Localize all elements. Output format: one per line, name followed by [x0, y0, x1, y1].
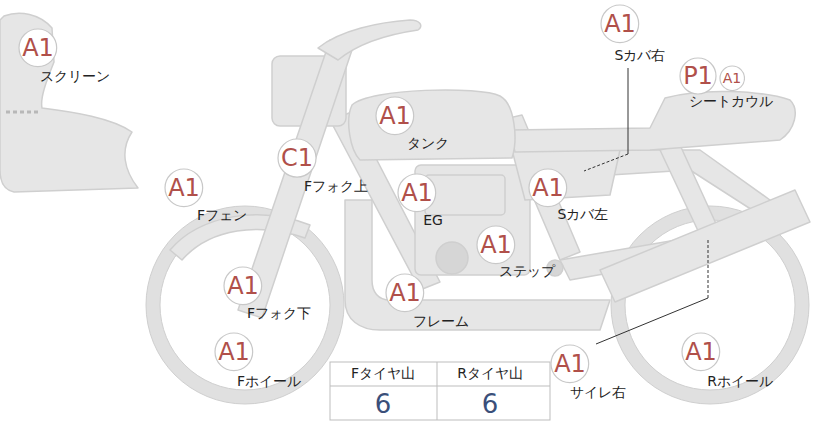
part-name: スクリーン	[40, 69, 110, 84]
grade-circle: P1	[679, 57, 717, 95]
table-value: 6	[482, 390, 499, 419]
grade-code: A1	[480, 233, 512, 257]
part-name: Fフェン	[197, 208, 247, 223]
grade-code: A1	[532, 176, 564, 200]
table-header: Rタイヤ山	[457, 366, 523, 381]
grade-code: A1	[218, 340, 250, 364]
grade-code: A1	[685, 340, 717, 364]
grade-code: A1	[379, 104, 411, 128]
grade-code: A1	[168, 176, 200, 200]
part-name: サイレ右	[570, 385, 626, 400]
grade-code: A1	[604, 12, 636, 36]
grade-circle: A1	[550, 344, 590, 384]
grade-code: A1	[227, 274, 259, 298]
part-name: EG	[423, 213, 443, 228]
grade-circle: A1	[214, 332, 254, 372]
grade-circle: A1	[18, 28, 58, 68]
grade-circle: A1	[476, 225, 516, 265]
grade-circle: A1	[385, 273, 425, 313]
grade-code: A1	[554, 352, 586, 376]
grade-code: A1	[723, 71, 741, 85]
tire-table	[330, 362, 550, 420]
part-name: ステップ	[499, 264, 555, 279]
grade-circle: A1	[164, 168, 204, 208]
part-name: Sカバ右	[615, 48, 666, 63]
grade-circle: A1	[681, 332, 721, 372]
grade-circle: A1	[719, 65, 745, 91]
table-header: Fタイヤ山	[351, 366, 415, 381]
grade-circle: A1	[528, 168, 568, 208]
part-name: Fフォク下	[247, 306, 311, 321]
grade-code: P1	[683, 64, 713, 88]
grade-circle: A1	[397, 173, 437, 213]
grade-code: A1	[401, 181, 433, 205]
table-value: 6	[375, 390, 392, 419]
part-name: Sカバ左	[558, 207, 609, 222]
part-name: シートカウル	[689, 94, 773, 109]
grade-circle: A1	[600, 4, 640, 44]
part-name: タンク	[407, 136, 449, 151]
screen-outline	[0, 13, 138, 192]
grade-code: A1	[389, 281, 421, 305]
part-name: Fフォク上	[304, 179, 368, 194]
grade-code: C1	[281, 146, 313, 170]
grade-circle: A1	[223, 266, 263, 306]
part-name: フレーム	[413, 314, 469, 329]
leader-lines	[584, 68, 708, 344]
part-name: Fホイール	[237, 374, 301, 389]
grade-code: A1	[22, 36, 54, 60]
grade-circle: C1	[277, 138, 317, 178]
part-name: Rホイール	[707, 374, 773, 389]
grade-circle: A1	[375, 96, 415, 136]
